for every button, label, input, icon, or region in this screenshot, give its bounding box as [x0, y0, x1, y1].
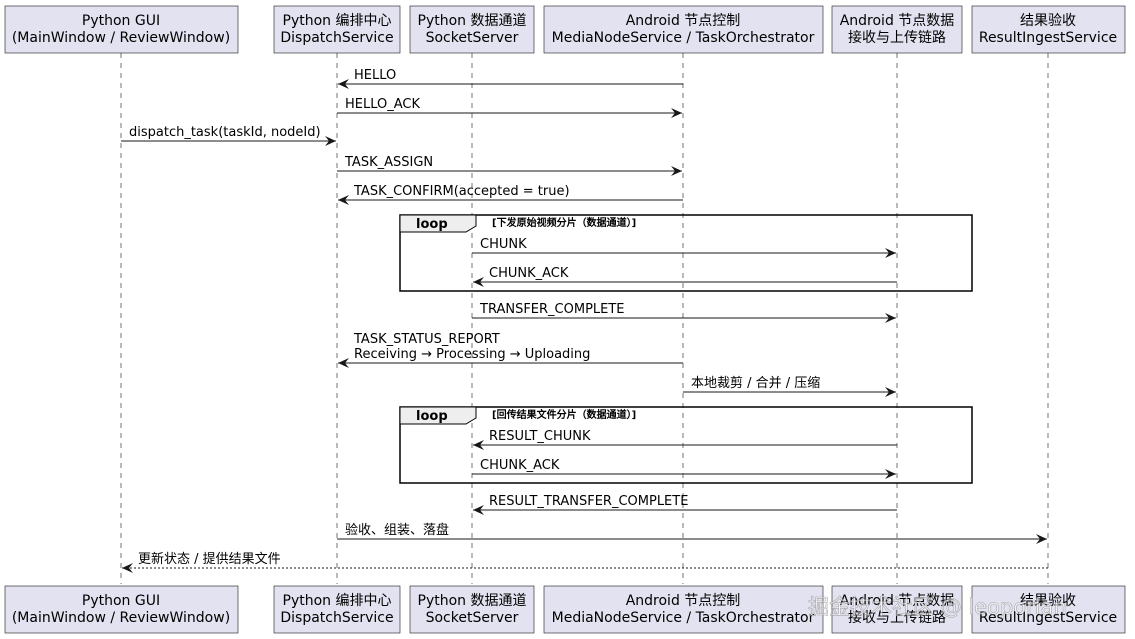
message-12: CHUNK_ACK	[472, 458, 896, 479]
participant-service: (MainWindow / ReviewWindow)	[12, 30, 230, 46]
message-label: 验收、组装、落盘	[345, 522, 449, 538]
loop-frame-2: loop [回传结果文件分片（数据通道）]	[399, 406, 973, 484]
participant-name: Android 节点控制	[626, 13, 741, 29]
message-label: 本地裁剪 / 合并 / 压缩	[691, 375, 820, 391]
message-label: RESULT_TRANSFER_COMPLETE	[489, 494, 688, 509]
participant-service: SocketServer	[426, 30, 519, 46]
message-10: 本地裁剪 / 合并 / 压缩	[683, 375, 896, 397]
message-label: CHUNK_ACK	[480, 458, 560, 473]
message-label: CHUNK	[480, 237, 527, 252]
message-5: TASK_CONFIRM(accepted = true)	[338, 184, 683, 205]
loop-tab	[399, 406, 477, 425]
participant-box	[971, 585, 1126, 634]
message-label: dispatch_task(taskId, nodeId)	[129, 125, 321, 140]
message-label: TASK_CONFIRM(accepted = true)	[353, 184, 570, 199]
loop-label: loop	[416, 409, 448, 424]
message-label: 更新状态 / 提供结果文件	[138, 551, 281, 567]
loop-label: loop	[416, 217, 448, 232]
message-label: RESULT_CHUNK	[489, 429, 591, 444]
message-label: HELLO_ACK	[345, 97, 420, 112]
message-label: HELLO	[354, 68, 396, 83]
loop-border	[399, 406, 973, 484]
participant-box	[273, 585, 401, 634]
participant-service: DispatchService	[280, 30, 393, 46]
participant-name: Python 数据通道	[418, 593, 527, 609]
loop-condition: [回传结果文件分片（数据通道）]	[492, 408, 636, 421]
participant-box	[273, 5, 401, 54]
message-11: RESULT_CHUNK	[473, 429, 897, 450]
participant-service: MediaNodeService / TaskOrchestrator	[552, 610, 815, 626]
message-13: RESULT_TRANSFER_COMPLETE	[473, 494, 897, 515]
message-1: HELLO	[338, 68, 683, 89]
message-8: TRANSFER_COMPLETE	[472, 302, 896, 323]
participant-box	[831, 5, 963, 54]
messages: HELLO HELLO_ACK dispatch_task(taskId, node…	[121, 68, 1048, 573]
participant-box	[543, 5, 824, 54]
participant-service: (MainWindow / ReviewWindow)	[12, 610, 230, 626]
message-label: CHUNK_ACK	[489, 266, 569, 281]
message-label: Receiving → Processing → Uploading	[354, 347, 590, 362]
participant-service: MediaNodeService / TaskOrchestrator	[552, 30, 815, 46]
message-3: dispatch_task(taskId, nodeId)	[121, 125, 336, 146]
participant-name: 结果验收	[1020, 593, 1076, 609]
participant-service: 接收与上传链路	[848, 29, 946, 46]
participant-box	[831, 585, 963, 634]
participant-name: Android 节点控制	[626, 593, 741, 609]
participant-name: Python 编排中心	[283, 593, 392, 609]
participant-name: Android 节点数据	[840, 593, 955, 609]
participant-box	[543, 585, 824, 634]
lifelines	[120, 53, 1049, 584]
loop-border	[399, 214, 973, 292]
participant-name: Python 数据通道	[418, 13, 527, 29]
loop-tab	[399, 214, 477, 233]
participant-service: 接收与上传链路	[848, 609, 946, 626]
participant-gui-bottom: Python GUI(MainWindow / ReviewWindow)	[4, 585, 239, 634]
message-label: TASK_ASSIGN	[344, 155, 433, 170]
participant-name: Android 节点数据	[840, 13, 955, 29]
participant-name: 结果验收	[1020, 13, 1076, 29]
participant-box	[409, 585, 535, 634]
participant-name: Python GUI	[82, 593, 160, 609]
message-14: 验收、组装、落盘	[337, 522, 1047, 544]
message-2: HELLO_ACK	[337, 97, 682, 118]
message-4: TASK_ASSIGN	[337, 155, 682, 176]
message-15: 更新状态 / 提供结果文件	[122, 551, 1048, 573]
message-6: CHUNK	[472, 237, 896, 258]
message-label: TASK_STATUS_REPORT	[353, 332, 500, 347]
participant-service: ResultIngestService	[979, 610, 1117, 626]
participant-box	[409, 5, 535, 54]
participant-headers-top: Python GUI(MainWindow / ReviewWindow)Pyt…	[4, 5, 1126, 54]
loop-frames: loop [下发原始视频分片（数据通道）] loop [回传结果文件分片（数据通道）]	[399, 214, 973, 484]
loop-frame-1: loop [下发原始视频分片（数据通道）]	[399, 214, 973, 292]
participant-name: Python 编排中心	[283, 13, 392, 29]
loop-condition: [下发原始视频分片（数据通道）]	[492, 216, 636, 229]
participant-box	[971, 5, 1126, 54]
participant-headers-bottom: Python GUI(MainWindow / ReviewWindow)Pyt…	[4, 585, 1126, 634]
message-label: TRANSFER_COMPLETE	[479, 302, 625, 317]
message-7: CHUNK_ACK	[473, 266, 897, 287]
participant-box	[4, 5, 239, 54]
watermark: 掘金技术社区 @ leoporlan	[808, 595, 1067, 619]
participant-service: ResultIngestService	[979, 30, 1117, 46]
participant-name: Python GUI	[82, 13, 160, 29]
participant-service: SocketServer	[426, 610, 519, 626]
participant-service: DispatchService	[280, 610, 393, 626]
participant-box	[4, 585, 239, 634]
participant-gui-top: Python GUI(MainWindow / ReviewWindow)	[4, 5, 239, 54]
